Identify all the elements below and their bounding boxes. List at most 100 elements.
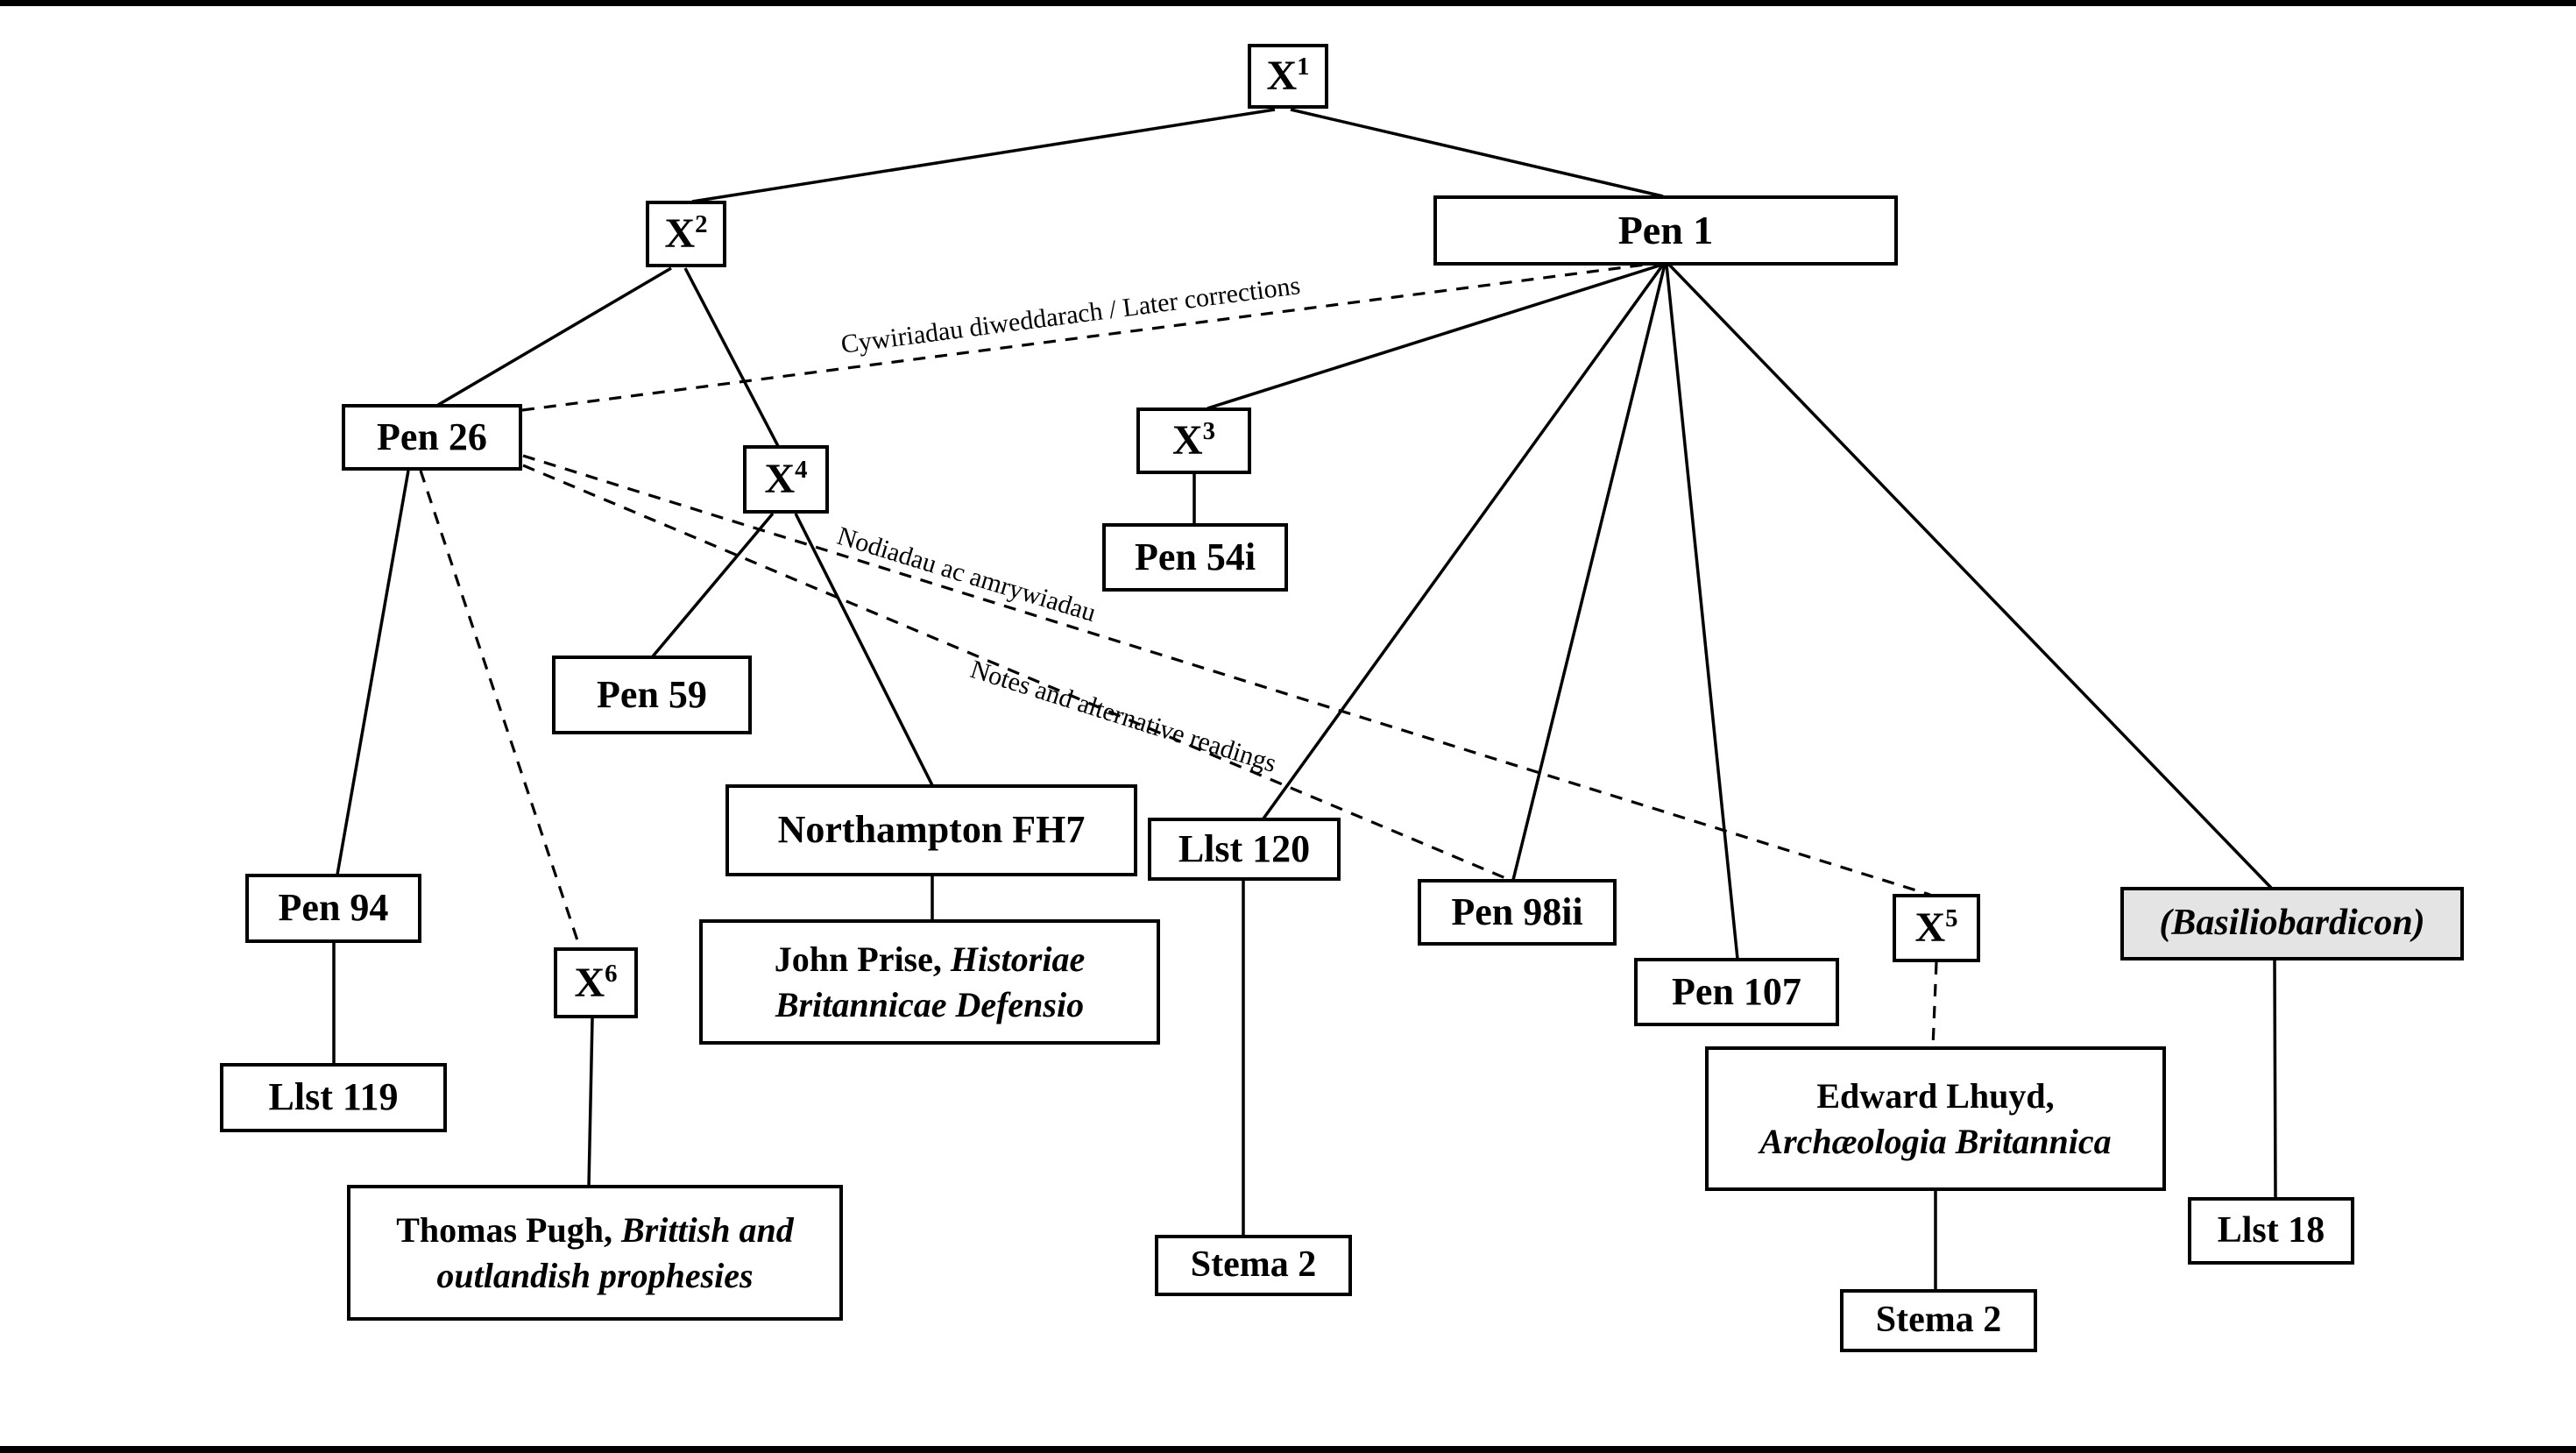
node-label-line: X4 bbox=[764, 452, 807, 506]
edge-pen26-to-pen1 bbox=[521, 261, 1660, 412]
node-label-text: Pen 107 bbox=[1672, 969, 1801, 1013]
node-x3: X3 bbox=[1136, 408, 1251, 474]
node-basiliobardicon: (Basiliobardicon) bbox=[2120, 887, 2464, 960]
node-label-text: Pen 98ii bbox=[1451, 890, 1583, 933]
node-label-superscript: 1 bbox=[1297, 53, 1310, 82]
node-label-line: X2 bbox=[664, 207, 707, 260]
edge-x5-to-edward-lhuyd bbox=[1931, 961, 1938, 1048]
node-label-text: (Basiliobardicon) bbox=[2159, 903, 2425, 944]
node-label-line: Edward Lhuyd, bbox=[1816, 1074, 2054, 1118]
node-edward-lhuyd: Edward Lhuyd, Archæologia Britannica bbox=[1705, 1046, 2166, 1191]
node-label-line: Thomas Pugh, Brittish and bbox=[396, 1208, 794, 1252]
node-stema2-left: Stema 2 bbox=[1155, 1235, 1352, 1296]
node-label-line: X6 bbox=[574, 956, 617, 1010]
bottom-border-bar bbox=[0, 1446, 2576, 1453]
node-label-line: Llst 120 bbox=[1178, 825, 1310, 874]
node-label-text: Pen 94 bbox=[278, 886, 389, 930]
edge-pen1-to-llst120 bbox=[1262, 263, 1665, 820]
node-label-text: Historiae bbox=[950, 939, 1086, 980]
node-label-text: Thomas Pugh, bbox=[396, 1210, 621, 1251]
edge-pen1-to-pen98ii bbox=[1511, 264, 1667, 881]
edge-pen1-to-pen107 bbox=[1665, 264, 1739, 960]
edge-pen26-to-pen94 bbox=[336, 470, 410, 875]
edge-x4-to-northampton-fh7 bbox=[794, 513, 934, 786]
node-label-text: Llst 120 bbox=[1178, 826, 1311, 870]
node-x5: X5 bbox=[1893, 894, 1980, 962]
node-pen107: Pen 107 bbox=[1634, 958, 1839, 1026]
node-label-text: John Prise, bbox=[774, 939, 951, 980]
node-label-text: X bbox=[1914, 904, 1946, 952]
node-label-line: Llst 18 bbox=[2218, 1208, 2325, 1255]
node-x2: X2 bbox=[646, 201, 726, 267]
node-label-line: Northampton FH7 bbox=[778, 805, 1086, 854]
node-label-text: Stema 2 bbox=[1190, 1244, 1317, 1286]
node-label-text: Pen 54i bbox=[1134, 535, 1256, 578]
edge-x2-to-x4 bbox=[683, 267, 780, 447]
node-x1: X1 bbox=[1248, 44, 1328, 109]
edge-pen26-to-pen98ii bbox=[522, 464, 1511, 882]
node-label-line: Llst 119 bbox=[269, 1073, 399, 1122]
edge-pen1-to-basiliobardicon bbox=[1667, 263, 2273, 890]
node-label-line: Pen 94 bbox=[279, 883, 389, 932]
node-label-line: John Prise, Historiae bbox=[775, 937, 1085, 982]
node-label-line: X3 bbox=[1172, 414, 1215, 467]
node-label-line: Pen 26 bbox=[377, 413, 487, 462]
node-label-line: Britannicae Defensio bbox=[775, 982, 1084, 1027]
node-label-text: Stema 2 bbox=[1875, 1300, 2002, 1341]
node-llst119: Llst 119 bbox=[220, 1063, 447, 1132]
node-pen26: Pen 26 bbox=[342, 404, 522, 471]
node-label-line: Pen 98ii bbox=[1451, 888, 1582, 937]
node-pen1: Pen 1 bbox=[1433, 195, 1898, 266]
node-x4: X4 bbox=[743, 445, 829, 514]
node-label-superscript: 4 bbox=[795, 456, 808, 485]
node-pen94: Pen 94 bbox=[245, 874, 421, 943]
node-label-line: Archæologia Britannica bbox=[1759, 1119, 2111, 1164]
node-x6: X6 bbox=[554, 947, 638, 1018]
node-label-superscript: 5 bbox=[1945, 904, 1958, 933]
node-label-superscript: 3 bbox=[1202, 417, 1216, 446]
node-label-text: Pen 59 bbox=[597, 672, 707, 716]
edge-pen26-to-x5 bbox=[522, 454, 1931, 897]
node-label-text: Pen 1 bbox=[1617, 207, 1714, 252]
node-label-line: outlandish prophesies bbox=[436, 1253, 753, 1298]
node-label-line: X5 bbox=[1914, 901, 1957, 954]
node-label-text: Brittish and bbox=[620, 1210, 794, 1251]
node-label-text: Britannicae Defensio bbox=[775, 984, 1085, 1024]
node-label-text: X bbox=[1171, 417, 1203, 464]
node-label-text: X bbox=[764, 456, 796, 503]
node-label-line: (Basiliobardicon) bbox=[2159, 900, 2424, 947]
node-llst120: Llst 120 bbox=[1148, 818, 1341, 881]
edge-x4-to-pen59 bbox=[651, 512, 775, 658]
node-label-text: outlandish prophesies bbox=[436, 1255, 754, 1295]
node-label-text: X bbox=[574, 959, 605, 1006]
node-label-text: Llst 119 bbox=[268, 1075, 399, 1119]
edge-pen1-to-x3 bbox=[1207, 263, 1663, 410]
edge-x2-to-pen26 bbox=[437, 266, 672, 407]
node-label-text: Edward Lhuyd, bbox=[1816, 1076, 2055, 1116]
node-label-line: X1 bbox=[1266, 49, 1309, 103]
node-label-text: X bbox=[1266, 53, 1298, 100]
edge-x1-to-x2 bbox=[691, 108, 1276, 203]
node-pen59: Pen 59 bbox=[552, 656, 752, 734]
node-label-text: Pen 26 bbox=[377, 415, 487, 458]
node-label-line: Pen 1 bbox=[1618, 205, 1714, 257]
node-northampton-fh7: Northampton FH7 bbox=[725, 784, 1137, 876]
node-label-text: Archæologia Britannica bbox=[1759, 1121, 2112, 1161]
node-label-text: X bbox=[664, 210, 696, 258]
edge-pen26-to-x6 bbox=[419, 470, 582, 949]
node-label-line: Stema 2 bbox=[1876, 1297, 2001, 1344]
top-border-bar bbox=[0, 0, 2576, 6]
node-label-line: Pen 107 bbox=[1672, 967, 1801, 1017]
node-label-superscript: 2 bbox=[695, 210, 708, 239]
node-pen98ii: Pen 98ii bbox=[1418, 879, 1617, 946]
node-label-text: Northampton FH7 bbox=[777, 808, 1086, 852]
node-label-line: Stema 2 bbox=[1191, 1242, 1316, 1289]
node-stema2-right: Stema 2 bbox=[1840, 1289, 2037, 1352]
node-pen54i: Pen 54i bbox=[1102, 523, 1288, 592]
node-label-superscript: 6 bbox=[605, 959, 618, 988]
node-label-line: Pen 59 bbox=[597, 670, 707, 719]
